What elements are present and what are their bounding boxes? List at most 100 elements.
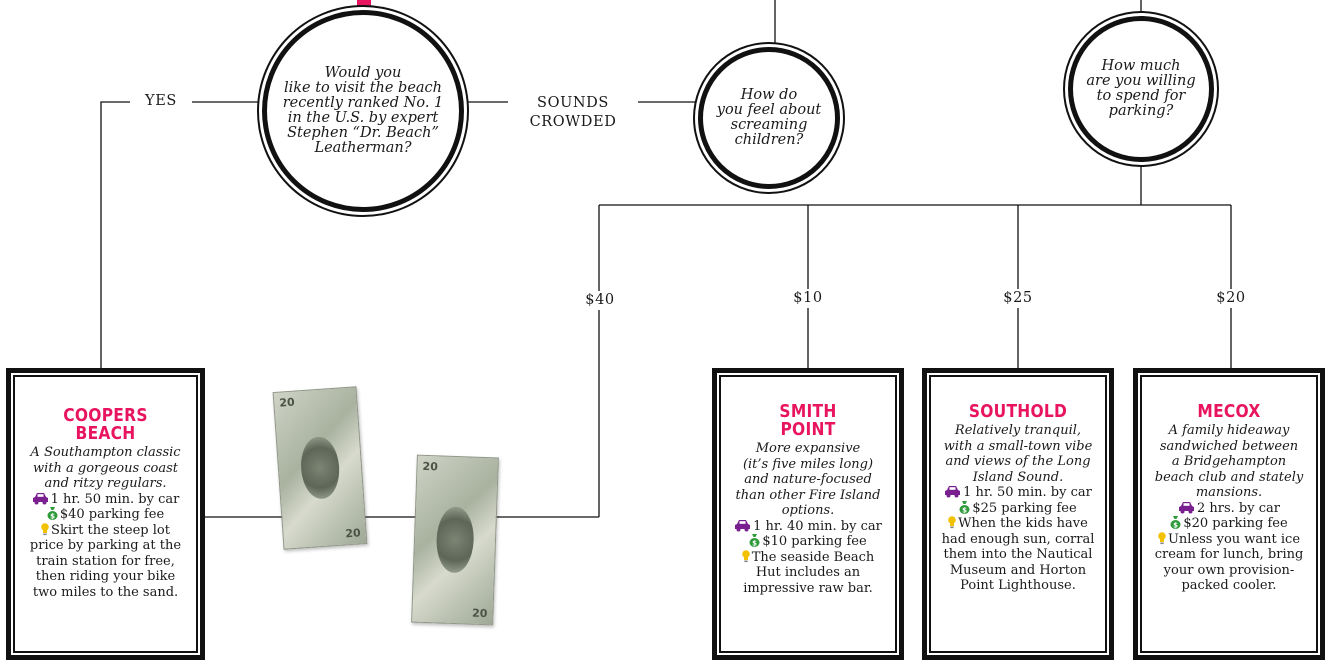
title-line: SMITH: [779, 401, 837, 422]
title-line: POINT: [780, 419, 836, 440]
fee-text: $10 parking fee: [762, 534, 867, 549]
tip-line: Point Lighthouse.: [960, 578, 1076, 593]
bill-portrait: [435, 506, 475, 574]
desc-line: and nature-focused: [744, 472, 872, 487]
svg-text:$: $: [50, 513, 55, 521]
parking-fee: $ $40 parking fee: [19, 507, 192, 523]
desc-line: A family hideaway: [1168, 423, 1290, 438]
question-line: Stephen “Dr. Beach”: [287, 125, 439, 141]
beach-title: MECOX: [1158, 403, 1301, 421]
question-line: are you willing: [1086, 73, 1196, 89]
fee-text: $40 parking fee: [59, 507, 165, 522]
title-line: BEACH: [75, 423, 136, 444]
desc-line: sandwiched between: [1159, 438, 1299, 454]
title-line: COOPERS: [63, 405, 148, 426]
question-line: How do: [740, 87, 798, 103]
question-line: How much: [1101, 58, 1181, 74]
drive-text: 1 hr. 40 min. by car: [753, 518, 882, 534]
question-line: like to visit the beach: [283, 80, 443, 96]
money-bag-icon: $: [1170, 516, 1181, 529]
desc-line: than other Fire Island: [735, 487, 881, 503]
fee-text: $20 parking fee: [1183, 516, 1288, 531]
beach-title: SOUTHOLD: [947, 403, 1090, 421]
desc-line: (it’s five miles long): [742, 456, 874, 472]
edge-label-20: $20: [1207, 289, 1255, 308]
tip-line: packed cooler.: [1181, 578, 1277, 593]
fee-text: $25 parking fee: [972, 500, 1077, 516]
tip-line: Unless you want ice: [1167, 531, 1301, 547]
drive-time: 1 hr. 50 min. by car: [19, 492, 192, 508]
bill-denomination: 20: [422, 459, 439, 474]
edge-label-line: CROWDED: [529, 114, 617, 130]
desc-line: a Bridgehampton: [1171, 454, 1287, 469]
parking-fee: $$20 parking fee: [1146, 516, 1312, 532]
dollar-bill-image: 20 20: [411, 454, 499, 626]
tip-line: had enough sun, corral: [941, 531, 1095, 547]
desc-line: More expansive: [755, 441, 861, 456]
tip-line: train station for free,: [36, 553, 175, 569]
tip-line: your own provision-: [1163, 562, 1295, 578]
question-line: recently ranked No. 1: [282, 95, 444, 111]
question-parking-spend: How much are you willing to spend for pa…: [1068, 16, 1214, 162]
desc-line: beach club and stately: [1154, 469, 1304, 485]
beach-card-coopers: COOPERS BEACH A Southampton classic with…: [6, 368, 205, 660]
beach-description: A family hideaway sandwiched between a B…: [1146, 423, 1312, 501]
question-line: screaming: [730, 117, 808, 133]
edge-label-line: SOUNDS: [537, 95, 609, 111]
beach-card-mecox: MECOX A family hideaway sandwiched betwe…: [1133, 368, 1325, 660]
edge-label-sounds-crowded: SOUNDS CROWDED: [508, 94, 638, 132]
tip-line: then riding your bike: [35, 569, 176, 584]
title-line: SOUTHOLD: [968, 401, 1068, 422]
edge-label-40: $40: [574, 291, 626, 310]
svg-text:$: $: [752, 540, 757, 548]
parking-fee: $ $10 parking fee: [725, 534, 891, 550]
title-line: MECOX: [1197, 401, 1261, 422]
question-screaming-children: How do you feel about screaming children…: [698, 47, 840, 189]
question-line: parking?: [1108, 103, 1174, 119]
beach-description: A Southampton classic with a gorgeous co…: [19, 445, 192, 492]
dollar-bill-image: 20 20: [272, 386, 368, 550]
drive-text: 1 hr. 50 min. by car: [50, 491, 180, 507]
edge-label-10: $10: [784, 289, 832, 308]
tip-line: cream for lunch, bring: [1154, 547, 1304, 562]
question-line: Leatherman?: [314, 140, 412, 156]
bill-portrait: [299, 435, 341, 501]
desc-line: A Southampton classic: [30, 445, 181, 460]
lightbulb-icon: [741, 549, 750, 562]
beach-title: COOPERS BEACH: [31, 407, 180, 443]
money-bag-icon: $: [959, 500, 970, 514]
question-beach-ranking: Would you like to visit the beach recent…: [262, 10, 464, 212]
car-icon: [32, 492, 48, 504]
desc-line: Relatively tranquil,: [954, 423, 1082, 438]
parking-fee: $ $25 parking fee: [935, 500, 1101, 517]
car-icon: [945, 486, 961, 498]
question-line: in the U.S. by expert: [287, 110, 439, 126]
tip-line: Hut includes an: [755, 565, 861, 580]
drive-text: 2 hrs. by car: [1197, 500, 1280, 516]
tip: Unless you want ice cream for lunch, bri…: [1146, 532, 1312, 594]
question-line: Would you: [324, 65, 402, 81]
drive-time: 1 hr. 50 min. by car: [935, 485, 1101, 501]
lightbulb-icon: [948, 516, 956, 529]
lightbulb-icon: [41, 522, 49, 535]
beach-description: More expansive (it’s five miles long) an…: [725, 441, 891, 519]
tip: The seaside Beach Hut includes an impres…: [725, 550, 891, 597]
bill-denomination: 20: [471, 606, 488, 621]
edge-label-yes: YES: [130, 92, 192, 111]
desc-line: and views of the Long: [945, 454, 1091, 469]
bill-denomination: 20: [344, 526, 362, 541]
svg-text:$: $: [962, 506, 967, 514]
desc-line: and ritzy regulars.: [44, 476, 167, 491]
lightbulb-icon: [1158, 531, 1166, 544]
tip-line: Skirt the steep lot: [51, 522, 170, 538]
beach-card-southold: SOUTHOLD Relatively tranquil, with a sma…: [922, 368, 1114, 660]
tip-line: price by parking at the: [29, 538, 182, 553]
tip-line: The seaside Beach: [751, 549, 875, 565]
tip-line: Museum and Horton: [949, 562, 1087, 578]
tip-line: When the kids have: [958, 516, 1088, 531]
drive-time: 1 hr. 40 min. by car: [725, 519, 891, 535]
question-line: to spend for: [1096, 88, 1186, 104]
tip: Skirt the steep lot price by parking at …: [19, 523, 192, 601]
drive-time: 2 hrs. by car: [1146, 501, 1312, 517]
desc-line: with a gorgeous coast: [32, 460, 179, 476]
